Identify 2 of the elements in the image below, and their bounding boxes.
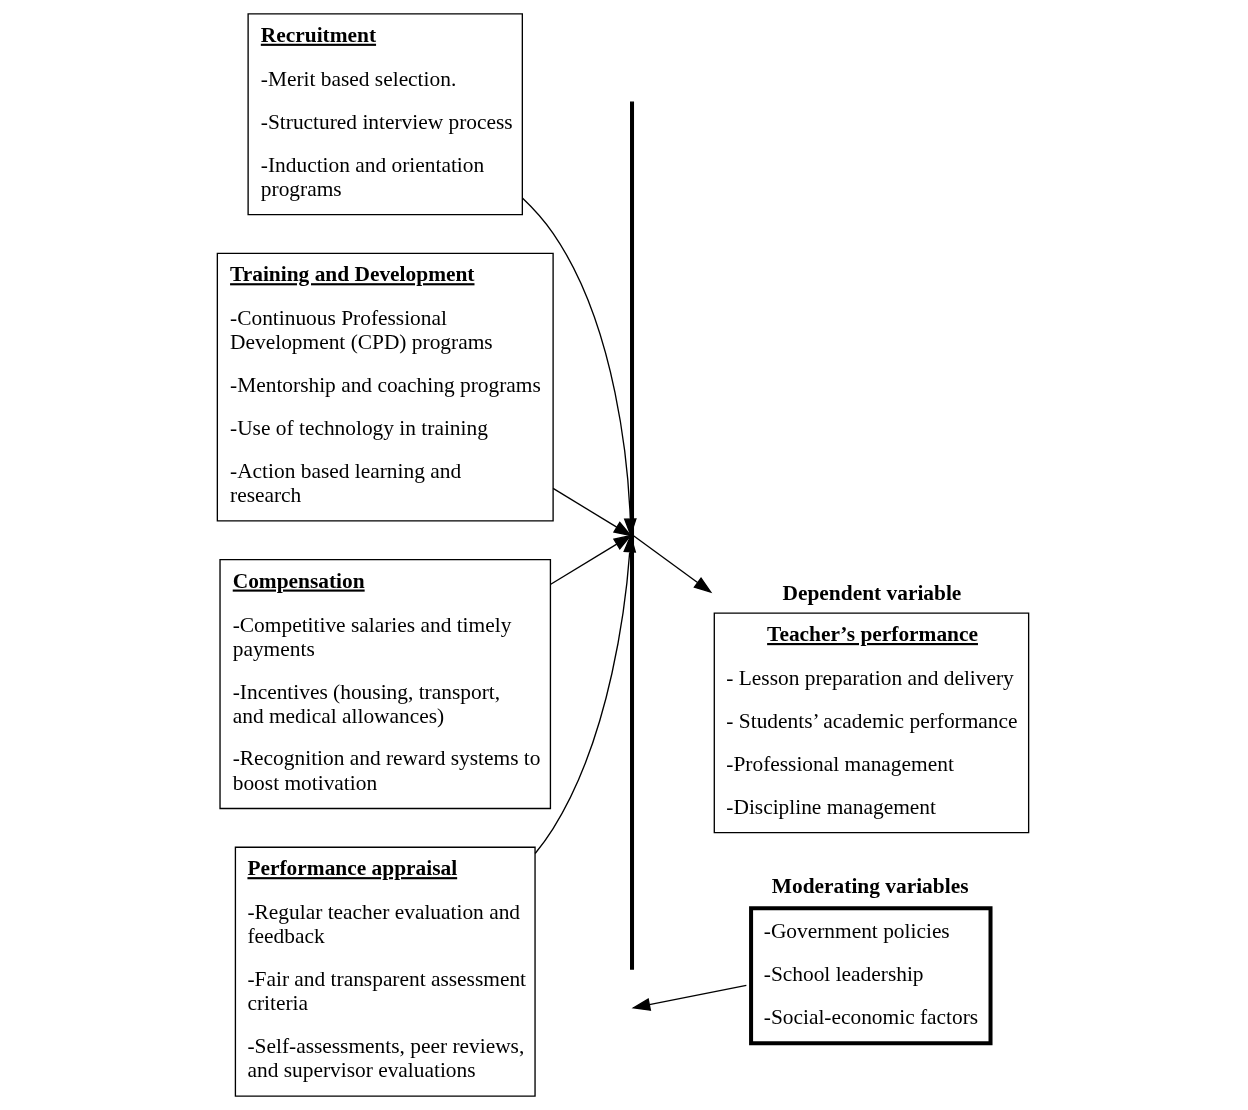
node-label: Moderating variables [771, 873, 969, 898]
node-label: Dependent variable [782, 580, 962, 605]
